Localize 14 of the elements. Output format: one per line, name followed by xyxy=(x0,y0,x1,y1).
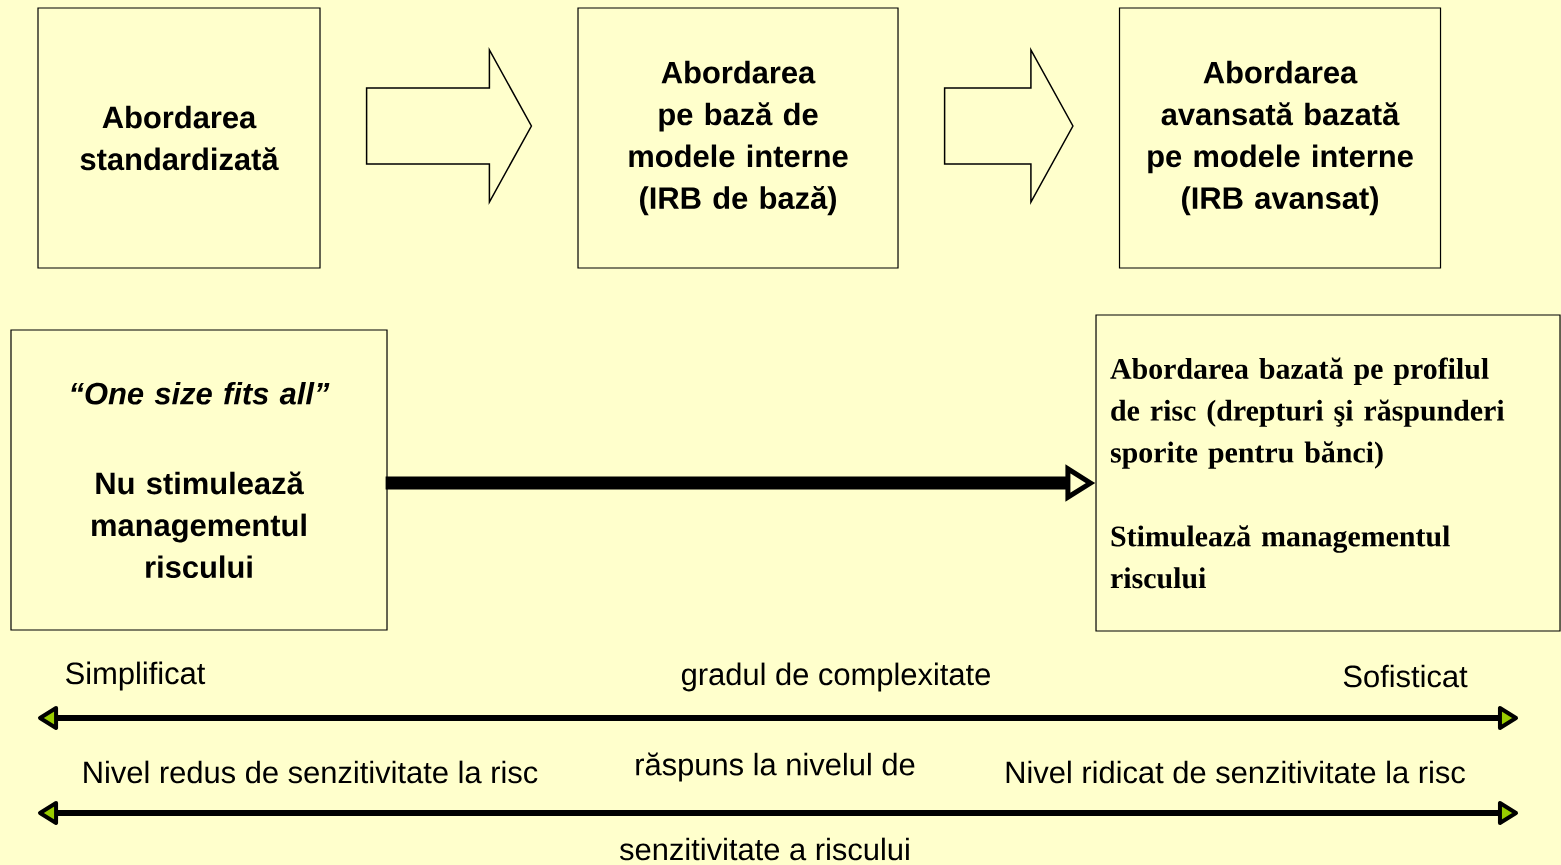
scale-label: Simplificat xyxy=(66,661,206,691)
text-box: “One size fits all” Nu stimulează managementul riscului xyxy=(10,329,388,631)
scale-label: Sofisticat xyxy=(1343,664,1468,688)
scale-label: senzitivitate a riscului xyxy=(619,837,909,861)
text-box: Abordarea avansată bazată pe modele interne (IRB avansat) xyxy=(1118,7,1442,269)
text-box: Abordarea pe bază de modele interne (IRB de bază) xyxy=(577,7,899,269)
block-arrow xyxy=(365,47,533,205)
text-box: Abordarea standardizată xyxy=(37,7,321,269)
scale-label: gradul de complexitate xyxy=(681,662,990,692)
scale-label: Nivel redus de senzitivitate la risc xyxy=(84,760,538,784)
block-arrow xyxy=(943,47,1074,205)
scale-label: Nivel ridicat de senzitivitate la risc xyxy=(1006,760,1465,784)
text-box: Abordarea bazată pe profilul de risc (drepturi şi răspunderi sporite pentru bănci) Stimulează managementul riscului xyxy=(1095,314,1561,632)
scale-label: răspuns la nivelul de xyxy=(636,752,915,782)
